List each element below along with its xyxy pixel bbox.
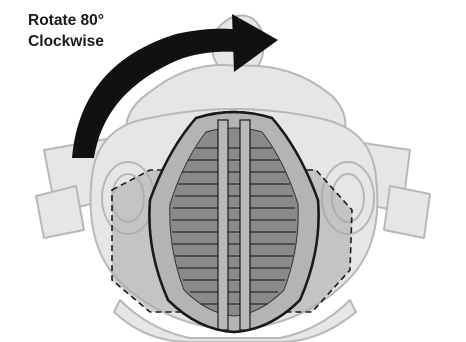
filter-cartridge-icon: [149, 112, 318, 332]
